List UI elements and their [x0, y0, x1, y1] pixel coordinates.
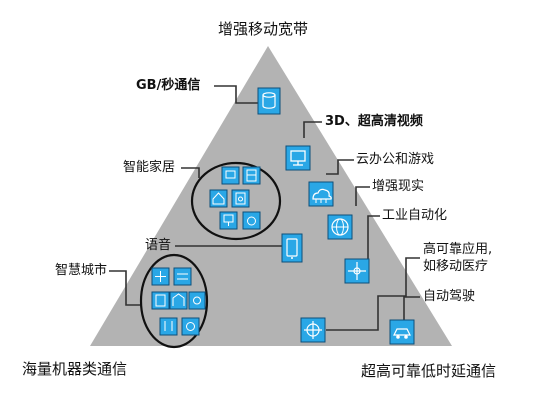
label-3d-uhd: 3D、超高清视频	[325, 114, 423, 129]
connector-gbps	[214, 85, 258, 104]
label-reliable-line1: 高可靠应用,	[423, 242, 493, 257]
connector-smarthome	[181, 167, 200, 178]
connector-autodrive	[403, 296, 420, 320]
connector-smartcity	[109, 270, 140, 306]
connector-automation	[367, 215, 380, 260]
smart-home-icon-fridge	[242, 166, 261, 185]
smart-city-icon-light	[181, 317, 200, 336]
smart-home-icon-appliance	[231, 189, 250, 208]
globe-icon	[327, 214, 353, 240]
smart-city-icon-plug	[159, 317, 178, 336]
medical-device-icon	[300, 317, 326, 343]
label-smart-home: 智能家居	[123, 160, 176, 175]
smart-home-icon-monitor	[219, 211, 238, 230]
label-gbps: GB/秒通信	[136, 78, 201, 93]
smart-city-group-ring	[139, 253, 209, 349]
label-reliable-line2: 如移动医疗	[423, 259, 489, 274]
smart-city-icon-meter	[151, 291, 170, 310]
mobile-phone-icon	[281, 233, 303, 263]
cloud-icon	[308, 181, 334, 207]
smart-city-icon-grid	[173, 267, 192, 286]
smart-home-group-ring	[190, 161, 282, 241]
connector-3d	[303, 121, 322, 138]
label-ar: 增强现实	[372, 179, 425, 194]
connector-ar	[355, 186, 370, 206]
corner-label-top: 增强移动宽带	[218, 20, 309, 38]
connector-cloud	[326, 159, 354, 175]
connector-lines	[109, 85, 420, 331]
corner-label-bottom-right: 超高可靠低时延通信	[361, 362, 497, 380]
label-cloud-gaming: 云办公和游戏	[356, 152, 435, 167]
industrial-automation-icon	[344, 258, 370, 284]
tv-icon	[285, 145, 311, 171]
database-icon	[257, 87, 281, 115]
label-automation: 工业自动化	[382, 208, 448, 223]
label-autonomous-driving: 自动驾驶	[423, 289, 476, 304]
label-voice: 语音	[145, 238, 172, 253]
connector-reliable	[326, 257, 420, 331]
label-smart-city: 智慧城市	[55, 263, 108, 278]
corner-label-bottom-left: 海量机器类通信	[22, 360, 128, 378]
smart-city-icon-building	[169, 291, 188, 310]
car-icon	[389, 319, 415, 345]
smart-home-icon-tv	[221, 166, 240, 185]
smart-home-icon-house	[209, 189, 228, 208]
smart-home-icon-washer	[242, 211, 261, 230]
smart-city-icon-sensor	[188, 291, 206, 310]
smart-city-icon-network	[151, 267, 170, 286]
